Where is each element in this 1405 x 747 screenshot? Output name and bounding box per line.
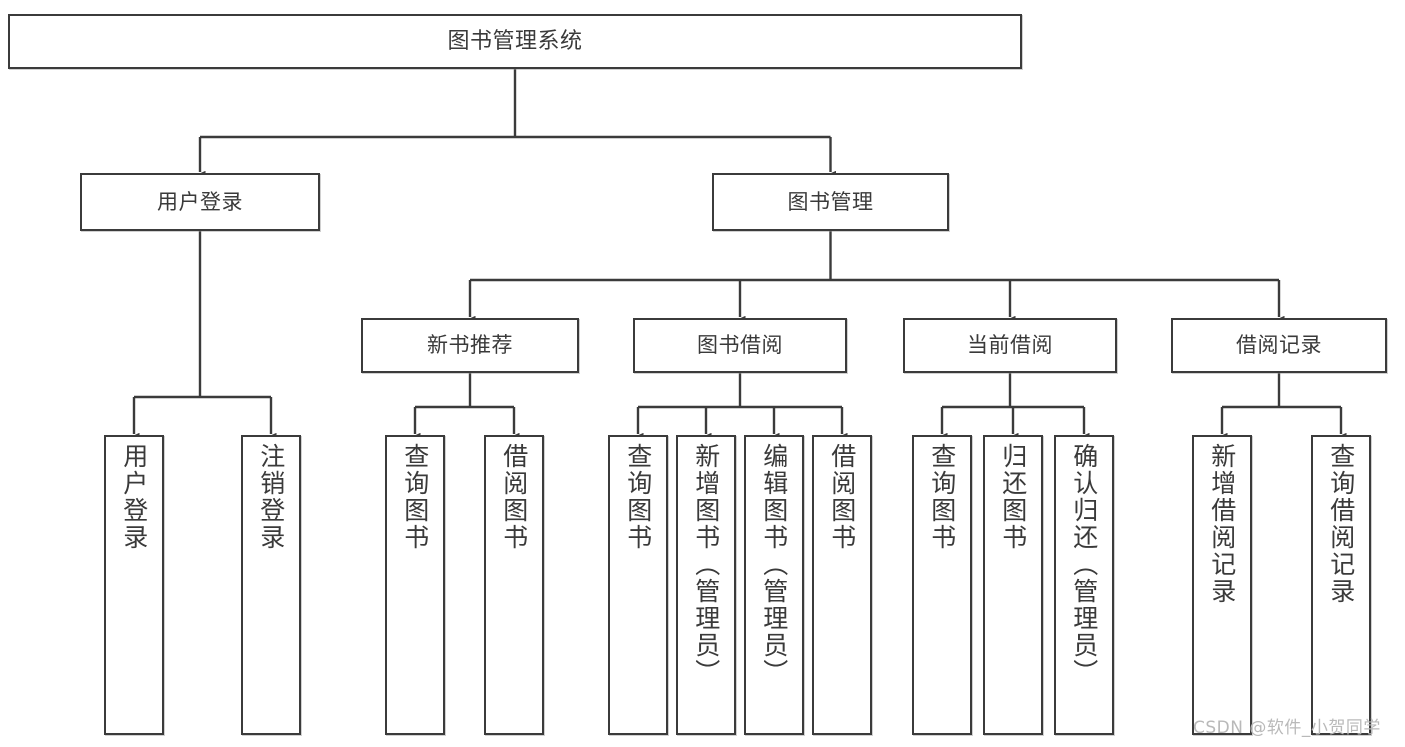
node-label-leaf-borrow-book-1: 借阅图书 (499, 443, 529, 551)
node-label-leaf-query-book-2: 查询图书 (623, 443, 653, 551)
node-label-leaf-add-record: 新增借阅记录 (1207, 443, 1237, 605)
node-label-leaf-edit-book: 编辑图书（管理员） (759, 443, 789, 686)
node-label-leaf-add-book: 新增图书（管理员） (691, 443, 721, 686)
node-label-current-borrow: 当前借阅 (967, 333, 1053, 358)
node-leaf-confirm-return[interactable]: 确认归还（管理员） (1054, 435, 1114, 735)
node-label-book-borrow: 图书借阅 (697, 333, 783, 358)
node-root[interactable]: 图书管理系统 (8, 14, 1022, 69)
node-leaf-query-book-3[interactable]: 查询图书 (912, 435, 972, 735)
node-leaf-add-book[interactable]: 新增图书（管理员） (676, 435, 736, 735)
node-book-borrow[interactable]: 图书借阅 (633, 318, 847, 373)
node-current-borrow[interactable]: 当前借阅 (903, 318, 1117, 373)
node-leaf-query-book-1[interactable]: 查询图书 (385, 435, 445, 735)
node-user-login[interactable]: 用户登录 (80, 173, 320, 231)
node-leaf-logout-login[interactable]: 注销登录 (241, 435, 301, 735)
node-leaf-user-login[interactable]: 用户登录 (104, 435, 164, 735)
node-label-leaf-user-login: 用户登录 (119, 443, 149, 551)
node-book-manage[interactable]: 图书管理 (712, 173, 949, 231)
node-leaf-add-record[interactable]: 新增借阅记录 (1192, 435, 1252, 735)
node-label-new-book-recommend: 新书推荐 (427, 333, 513, 358)
node-label-leaf-query-record: 查询借阅记录 (1326, 443, 1356, 605)
node-label-leaf-logout-login: 注销登录 (256, 443, 286, 551)
node-leaf-query-record[interactable]: 查询借阅记录 (1311, 435, 1371, 735)
node-leaf-query-book-2[interactable]: 查询图书 (608, 435, 668, 735)
node-leaf-borrow-book-1[interactable]: 借阅图书 (484, 435, 544, 735)
node-label-leaf-borrow-book-2: 借阅图书 (827, 443, 857, 551)
node-borrow-record[interactable]: 借阅记录 (1171, 318, 1387, 373)
node-label-leaf-query-book-3: 查询图书 (927, 443, 957, 551)
node-label-leaf-query-book-1: 查询图书 (400, 443, 430, 551)
node-label-book-manage: 图书管理 (787, 189, 874, 214)
node-leaf-edit-book[interactable]: 编辑图书（管理员） (744, 435, 804, 735)
node-leaf-borrow-book-2[interactable]: 借阅图书 (812, 435, 872, 735)
node-label-borrow-record: 借阅记录 (1236, 333, 1322, 358)
node-label-leaf-return-book: 归还图书 (998, 443, 1028, 551)
node-leaf-return-book[interactable]: 归还图书 (983, 435, 1043, 735)
node-label-user-login: 用户登录 (157, 189, 243, 214)
node-label-leaf-confirm-return: 确认归还（管理员） (1069, 443, 1099, 686)
node-label-root: 图书管理系统 (447, 28, 583, 54)
node-new-book-recommend[interactable]: 新书推荐 (361, 318, 579, 373)
csdn-watermark: CSDN @软件_小贺同学 (1193, 718, 1381, 738)
